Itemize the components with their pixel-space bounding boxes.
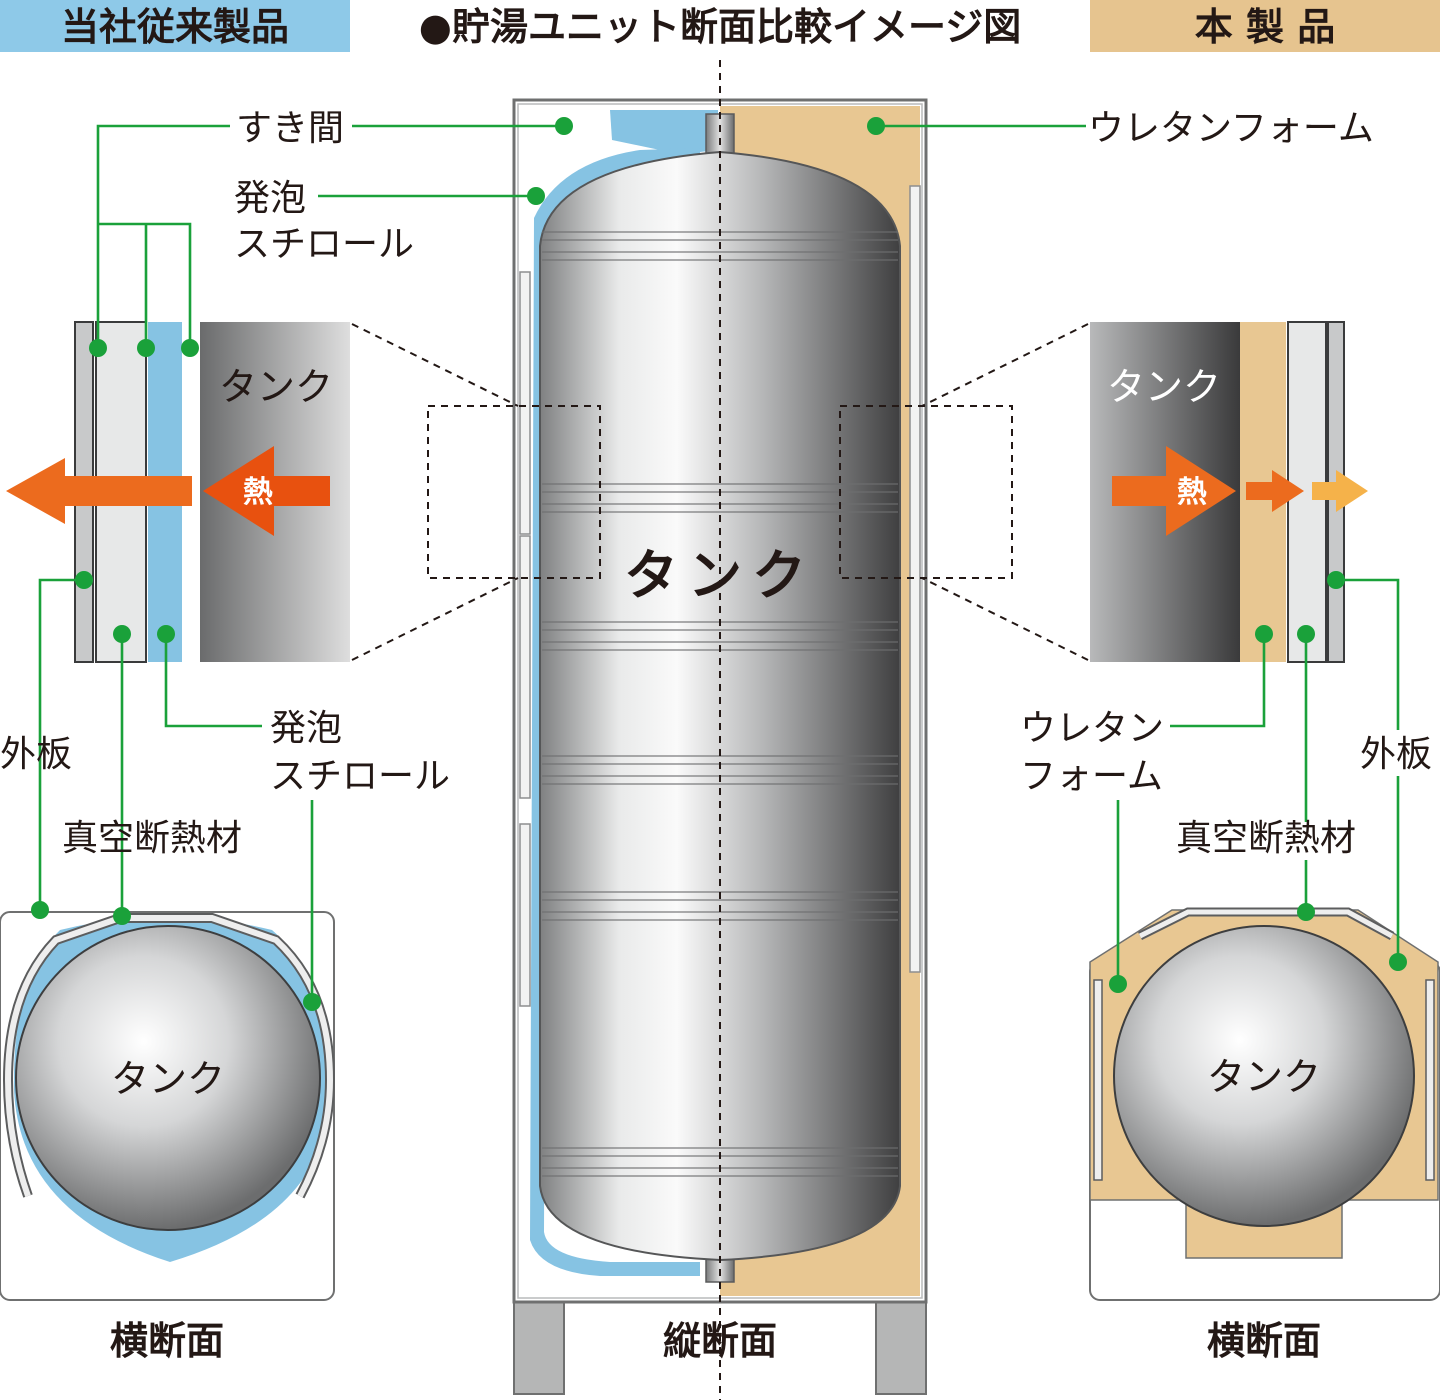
footer-left: 横断面 — [110, 1319, 224, 1363]
right-leg — [875, 1301, 927, 1395]
label-styrofoam-top-1: 発泡 — [234, 178, 306, 219]
vertical-tank-label: タンク — [624, 544, 816, 607]
styrofoam-top-dot — [527, 187, 545, 205]
label-gap: すき間 — [236, 108, 344, 149]
header-left-title: 当社従来製品 — [61, 5, 289, 49]
footer-center: 縦断面 — [663, 1319, 777, 1363]
styrofoam-mid-dot-detail — [157, 625, 175, 643]
label-vacuum-left: 真空断熱材 — [62, 818, 242, 859]
vacuum-left-dot-cross — [113, 907, 131, 925]
urethane-mid-dot-cross — [1109, 975, 1127, 993]
label-outer-panel-left: 外板 — [0, 734, 72, 775]
gap-dot-center — [555, 117, 573, 135]
left-detail-tank-label: タンク — [219, 365, 333, 409]
right-heat-arrow-weak — [1312, 470, 1368, 512]
label-outer-panel-right: 外板 — [1360, 734, 1432, 775]
left-heat-arrow-inner — [203, 446, 330, 536]
left-zoom-line-top — [351, 323, 519, 407]
outer-panel-left-leader — [38, 578, 84, 910]
right-heat-arrow-medium — [1246, 470, 1304, 512]
outer-panel-left-dot-detail — [75, 571, 93, 589]
right-wall-detail: タンク 熱 — [1090, 321, 1368, 663]
leader-lines — [31, 117, 1407, 1011]
outer-panel-right-dot-detail — [1327, 571, 1345, 589]
right-cross-vacuum-left — [1093, 979, 1103, 1181]
urethane-mid-dot-detail — [1255, 625, 1273, 643]
left-leg — [513, 1301, 565, 1395]
outer-panel-left-dot-cross — [31, 901, 49, 919]
right-zoom-box — [839, 405, 1013, 579]
urethane-top-dot — [867, 117, 885, 135]
vacuum-right-dot-detail — [1297, 625, 1315, 643]
right-detail-tank-label: タンク — [1107, 365, 1221, 409]
left-vacuum-panel-2 — [519, 535, 531, 799]
vertical-section: タンク — [351, 60, 1089, 1400]
outer-panel-right-dot-cross — [1389, 953, 1407, 971]
label-styrofoam-mid-1: 発泡 — [270, 708, 342, 749]
footer: 横断面 縦断面 横断面 — [110, 1319, 1321, 1363]
left-zoom-line-bottom — [351, 577, 519, 661]
left-wall-detail: タンク 熱 — [6, 321, 350, 663]
header-right-bg — [1090, 0, 1440, 52]
callout-labels: すき間 発泡 スチロール ウレタンフォーム 外板 真空断熱材 発泡 スチロール … — [0, 108, 1432, 859]
label-vacuum-right: 真空断熱材 — [1176, 818, 1356, 859]
header: 当社従来製品 ●貯湯ユニット断面比較イメージ図 本 製 品 — [0, 0, 1440, 52]
right-cross-section: タンク — [1089, 907, 1440, 1301]
label-styrofoam-top-2: スチロール — [234, 224, 414, 265]
label-urethane-foam-top: ウレタンフォーム — [1088, 108, 1374, 149]
header-left-bg — [0, 0, 350, 52]
styrofoam-mid-dot-cross — [303, 993, 321, 1011]
left-heat-label: 熱 — [243, 475, 273, 510]
left-cross-tank-label: タンク — [111, 1057, 225, 1101]
gap-leader-main — [96, 124, 230, 348]
right-zoom-line-top — [921, 323, 1089, 407]
header-right-title: 本 製 品 — [1195, 5, 1335, 49]
gap-leader-branches — [98, 222, 192, 348]
right-zoom-line-bottom — [921, 577, 1089, 661]
left-cross-tank — [15, 925, 321, 1231]
vertical-tank-body — [539, 150, 901, 1262]
right-cross-tank — [1113, 925, 1415, 1227]
styrofoam-mid-leader — [164, 634, 262, 728]
outer-panel-right-leader — [1336, 578, 1400, 730]
label-urethane-mid-2: フォーム — [1020, 756, 1163, 797]
styrofoam-top-block — [610, 110, 718, 152]
left-heat-arrow-outer — [6, 458, 192, 524]
label-styrofoam-mid-2: スチロール — [270, 756, 450, 797]
left-zoom-box — [427, 405, 601, 579]
vacuum-right-dot-cross — [1297, 903, 1315, 921]
left-vacuum-panel-1 — [519, 271, 531, 535]
label-urethane-mid-1: ウレタン — [1020, 708, 1164, 749]
top-nozzle — [705, 113, 735, 157]
right-heat-label: 熱 — [1177, 475, 1207, 510]
urethane-mid-leader — [1170, 634, 1266, 728]
left-cross-vacuum-panel-core — [4, 915, 334, 1198]
vacuum-left-dot-detail — [113, 625, 131, 643]
gap-dot-left-2 — [137, 339, 155, 357]
footer-right: 横断面 — [1207, 1319, 1321, 1363]
header-center-title: ●貯湯ユニット断面比較イメージ図 — [419, 5, 1021, 49]
gap-dot-left-1 — [89, 339, 107, 357]
right-cross-vacuum-top-core — [1138, 909, 1394, 939]
right-cross-vacuum-right — [1425, 979, 1435, 1181]
left-cross-section: タンク — [0, 911, 336, 1301]
right-cross-tank-label: タンク — [1207, 1055, 1321, 1099]
right-heat-arrow-strong — [1112, 446, 1236, 536]
gap-dot-left-3 — [181, 339, 199, 357]
left-vacuum-panel-3 — [519, 823, 531, 1007]
